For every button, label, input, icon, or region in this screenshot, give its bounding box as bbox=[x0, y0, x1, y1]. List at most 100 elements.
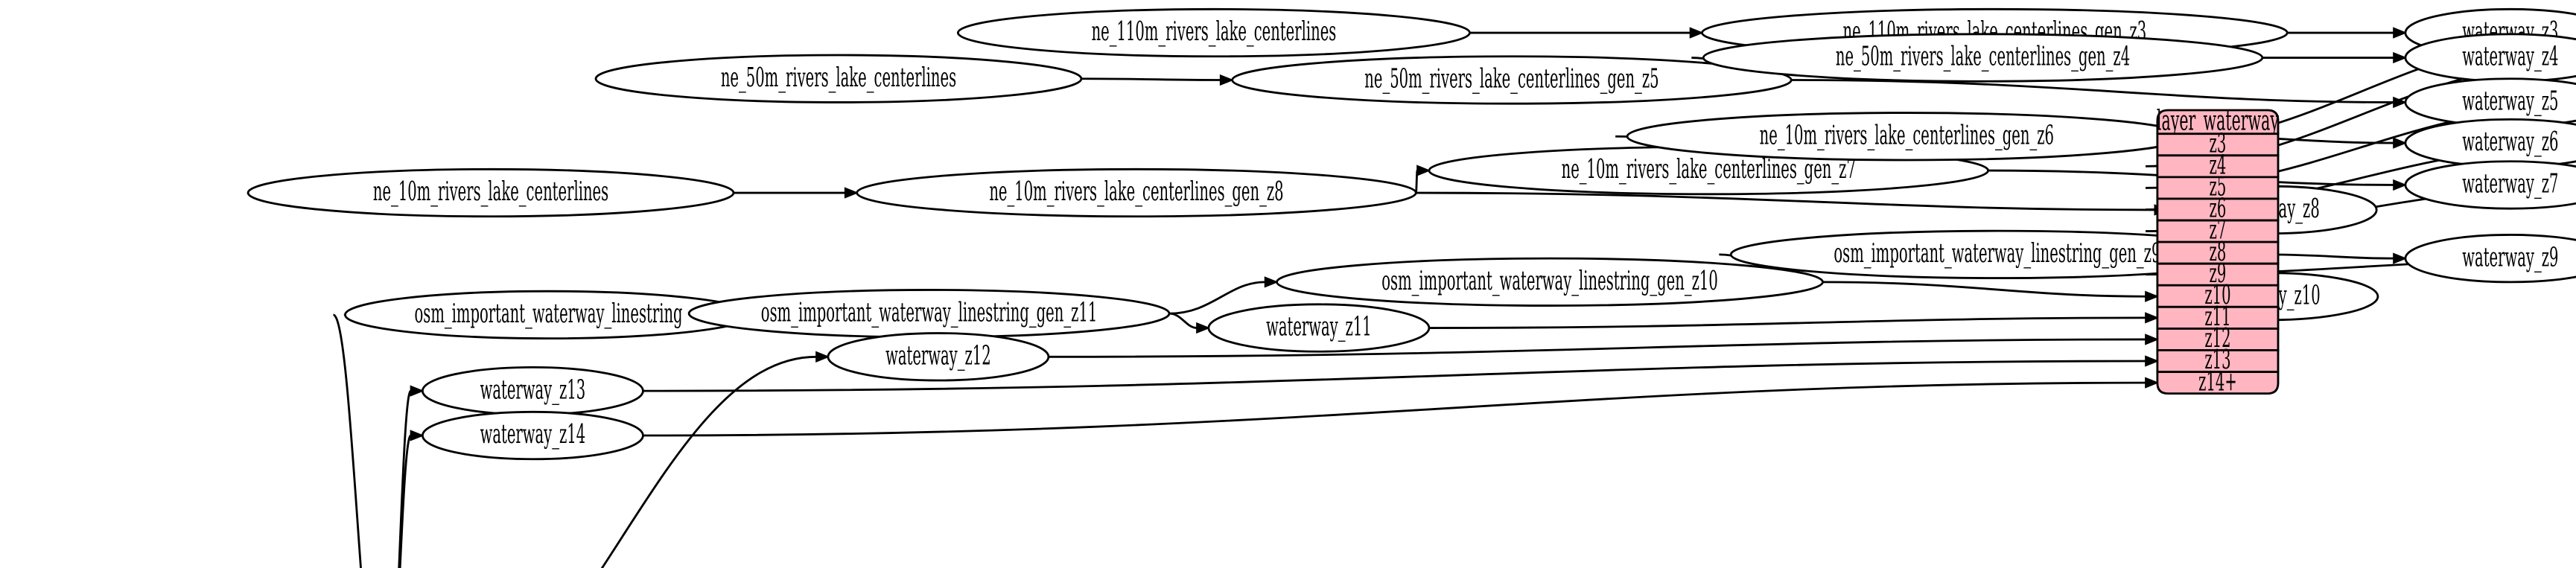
edge-waterway_z11-to-table-z11 bbox=[1428, 312, 2160, 329]
node-label: waterway_z9 bbox=[2462, 242, 2558, 272]
node-label: osm_important_waterway_linestring_gen_z1… bbox=[1381, 266, 1718, 296]
edge-osm_waterway_linestring-to-osm_important_waterway_linestring bbox=[332, 309, 362, 568]
edge-ne_110m_rivers_lake_centerlines_gen_z3-to-waterway_z3 bbox=[2287, 27, 2408, 39]
layer-table-row-label: z8 bbox=[2210, 237, 2227, 267]
node-label: waterway_z5 bbox=[2462, 86, 2558, 116]
node-label: waterway_z11 bbox=[1266, 312, 1372, 342]
layer-table-row-label: z12 bbox=[2204, 323, 2230, 354]
node-shape bbox=[956, 7, 1471, 58]
layer-table-row-label: z7 bbox=[2210, 215, 2227, 246]
node-osm_important_waterway_linestring_gen_z11[interactable]: osm_important_waterway_linestring_gen_z1… bbox=[687, 289, 1171, 339]
nodes-layer: imposm3osm_waterway_linestringne_110m_ri… bbox=[247, 7, 2576, 461]
edge-arrowhead bbox=[1219, 74, 1234, 86]
node-label: waterway_z13 bbox=[480, 374, 586, 405]
edge-arrowhead bbox=[1689, 27, 1704, 39]
edge-line bbox=[1081, 77, 1221, 81]
edge-line bbox=[1822, 281, 2146, 298]
node-waterway_z7[interactable]: waterway_z7 bbox=[2404, 160, 2576, 210]
edge-arrowhead bbox=[844, 187, 859, 199]
edge-osm_waterway_linestring-to-waterway_z13 bbox=[398, 385, 424, 568]
edge-ne_10m_rivers_lake_centerlines_gen_z8-to-waterway_z8 bbox=[1416, 191, 2169, 216]
edge-waterway_z14-to-table-z14+ bbox=[643, 377, 2160, 437]
layer-table-row-label: z6 bbox=[2210, 194, 2227, 224]
layer-table-header-label: layer_waterway bbox=[2157, 105, 2279, 137]
edge-line bbox=[1791, 79, 2394, 103]
node-label: waterway_z6 bbox=[2462, 127, 2558, 157]
node-ne_50m_rivers_lake_centerlines_gen_z4[interactable]: ne_50m_rivers_lake_centerlines_gen_z4 bbox=[1702, 33, 2264, 83]
edge-line bbox=[398, 434, 412, 568]
edge-line bbox=[398, 389, 412, 568]
edge-line bbox=[1169, 281, 1265, 315]
edge-waterway_z13-to-table-z13 bbox=[643, 355, 2160, 392]
edge-arrowhead bbox=[2393, 27, 2408, 39]
edge-arrowhead bbox=[2393, 179, 2408, 191]
edge-ne_50m_rivers_lake_centerlines-to-ne_50m_rivers_lake_centerlines_gen_z5 bbox=[1081, 74, 1234, 86]
edge-arrowhead bbox=[1416, 165, 1431, 176]
edge-line bbox=[600, 355, 817, 568]
layer-table-row-label: z10 bbox=[2204, 280, 2230, 310]
node-waterway_z12[interactable]: waterway_z12 bbox=[827, 332, 1050, 382]
node-waterway_z4[interactable]: waterway_z4 bbox=[2404, 33, 2576, 83]
edge-arrowhead bbox=[2393, 51, 2408, 64]
edge-ne_10m_rivers_lake_centerlines_gen_z8-to-ne_10m_rivers_lake_centerlines_gen_z7 bbox=[1414, 165, 1431, 194]
edge-line bbox=[1416, 191, 2155, 211]
node-shape bbox=[1276, 257, 1824, 307]
layer-table-header bbox=[2156, 109, 2280, 135]
edge-line bbox=[643, 360, 2146, 392]
edge-line bbox=[1428, 316, 2146, 329]
edge-line bbox=[1168, 312, 1198, 329]
edge-line bbox=[1048, 338, 2146, 358]
node-waterway_z14[interactable]: waterway_z14 bbox=[421, 410, 644, 461]
node-shape bbox=[827, 332, 1050, 382]
node-label: ne_50m_rivers_lake_centerlines_gen_z5 bbox=[1364, 63, 1659, 94]
node-shape bbox=[2404, 234, 2576, 284]
node-waterway_z13[interactable]: waterway_z13 bbox=[421, 366, 644, 416]
node-ne_10m_rivers_lake_centerlines_gen_z8[interactable]: ne_10m_rivers_lake_centerlines_gen_z8 bbox=[856, 167, 1417, 218]
edge-arrowhead bbox=[2145, 334, 2160, 345]
layer-table-waterway: layer_waterwayz3z4z5z6z7z8z9z10z11z12z13… bbox=[2156, 105, 2280, 397]
node-shape bbox=[2404, 160, 2576, 210]
node-shape bbox=[856, 167, 1417, 218]
node-ne_50m_rivers_lake_centerlines_gen_z5[interactable]: ne_50m_rivers_lake_centerlines_gen_z5 bbox=[1231, 55, 1793, 105]
node-shape bbox=[594, 54, 1083, 103]
node-osm_important_waterway_linestring[interactable]: osm_important_waterway_linestring bbox=[344, 290, 754, 340]
edge-arrowhead bbox=[1264, 276, 1279, 288]
node-ne_10m_rivers_lake_centerlines_gen_z6[interactable]: ne_10m_rivers_lake_centerlines_gen_z6 bbox=[1626, 112, 2188, 162]
node-label: osm_important_waterway_linestring bbox=[415, 299, 683, 329]
edge-arrowhead bbox=[2145, 355, 2160, 367]
layer-table-row-label: z5 bbox=[2210, 171, 2227, 202]
edge-arrowhead bbox=[815, 351, 830, 363]
edge-line bbox=[2263, 253, 2394, 260]
layer-table-row-label: z11 bbox=[2204, 301, 2230, 332]
node-label: waterway_z7 bbox=[2462, 168, 2558, 199]
node-waterway_z9[interactable]: waterway_z9 bbox=[2404, 234, 2576, 284]
node-label: ne_50m_rivers_lake_centerlines bbox=[721, 63, 956, 93]
node-label: waterway_z14 bbox=[480, 419, 586, 450]
node-ne_110m_rivers_lake_centerlines[interactable]: ne_110m_rivers_lake_centerlines bbox=[956, 7, 1471, 58]
node-ne_50m_rivers_lake_centerlines[interactable]: ne_50m_rivers_lake_centerlines bbox=[594, 54, 1083, 103]
node-label: ne_10m_rivers_lake_centerlines_gen_z8 bbox=[989, 176, 1283, 207]
node-waterway_z6[interactable]: waterway_z6 bbox=[2404, 118, 2576, 168]
node-shape bbox=[1231, 55, 1793, 105]
node-label: ne_10m_rivers_lake_centerlines bbox=[373, 176, 608, 207]
edge-waterway_z12-to-table-z12 bbox=[1048, 334, 2160, 358]
node-waterway_z11[interactable]: waterway_z11 bbox=[1207, 303, 1431, 353]
edge-osm_important_waterway_linestring_gen_z9-to-waterway_z9 bbox=[2263, 252, 2408, 264]
node-label: ne_110m_rivers_lake_centerlines bbox=[1092, 16, 1337, 47]
edge-ne_10m_rivers_lake_centerlines-to-ne_10m_rivers_lake_centerlines_gen_z8 bbox=[734, 187, 859, 199]
node-osm_important_waterway_linestring_gen_z10[interactable]: osm_important_waterway_linestring_gen_z1… bbox=[1276, 257, 1824, 307]
layer-table-row-z14+[interactable] bbox=[2156, 371, 2280, 395]
edge-arrowhead bbox=[410, 430, 424, 441]
node-osm_important_waterway_linestring_gen_z9[interactable]: osm_important_waterway_linestring_gen_z9 bbox=[1729, 229, 2265, 279]
edge-osm_waterway_linestring-to-waterway_z12 bbox=[600, 351, 830, 568]
edge-osm_important_waterway_linestring_gen_z10-to-waterway_z10 bbox=[1822, 281, 2160, 302]
node-ne_10m_rivers_lake_centerlines[interactable]: ne_10m_rivers_lake_centerlines bbox=[247, 167, 735, 218]
edge-arrowhead bbox=[2145, 312, 2160, 324]
edge-osm_important_waterway_linestring_gen_z11-to-osm_important_waterway_linestring_gen_z10 bbox=[1169, 276, 1279, 315]
node-shape bbox=[1207, 303, 1431, 353]
node-label: waterway_z12 bbox=[885, 340, 991, 371]
node-waterway_z5[interactable]: waterway_z5 bbox=[2404, 77, 2576, 127]
edge-line bbox=[643, 381, 2146, 437]
